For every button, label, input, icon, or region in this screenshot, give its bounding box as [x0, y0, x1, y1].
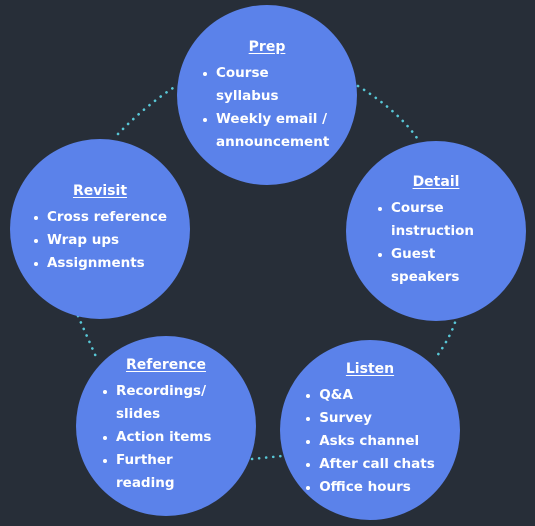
- node-detail: Detail Course instruction Guest speakers: [346, 141, 526, 321]
- node-list-detail: Course instruction Guest speakers: [377, 197, 495, 289]
- list-item: Survey: [305, 407, 435, 430]
- list-item: Cross reference: [33, 206, 167, 229]
- node-title-prep: Prep: [248, 38, 286, 55]
- list-item: Action items: [102, 426, 230, 449]
- node-reference: Reference Recordings/ slides Action item…: [76, 336, 256, 516]
- node-revisit: Revisit Cross reference Wrap ups Assignm…: [10, 139, 190, 319]
- connector-revisit-prep: [116, 84, 178, 136]
- list-item: Course instruction: [377, 197, 495, 243]
- list-item: Course syllabus: [202, 62, 332, 108]
- connector-detail-listen: [435, 314, 459, 358]
- list-item: Asks channel: [305, 430, 435, 453]
- node-list-reference: Recordings/ slides Action items Further …: [102, 380, 230, 495]
- node-title-detail: Detail: [412, 173, 460, 190]
- list-item: Further reading: [102, 449, 230, 495]
- node-listen: Listen Q&A Survey Asks channel After cal…: [280, 340, 460, 520]
- connector-prep-detail: [356, 84, 421, 143]
- list-item: Recordings/ slides: [102, 380, 230, 426]
- node-title-revisit: Revisit: [72, 183, 128, 199]
- node-title-listen: Listen: [345, 361, 395, 377]
- list-item: After call chats: [305, 453, 435, 476]
- connector-listen-reference: [250, 454, 284, 461]
- list-item: Weekly email / announcement: [202, 108, 332, 154]
- node-list-prep: Course syllabus Weekly email / announcem…: [202, 62, 332, 154]
- node-prep: Prep Course syllabus Weekly email / anno…: [177, 5, 357, 185]
- connector-reference-revisit: [76, 314, 99, 361]
- list-item: Q&A: [305, 384, 435, 407]
- list-item: Guest speakers: [377, 243, 495, 289]
- node-list-listen: Q&A Survey Asks channel After call chats…: [305, 384, 435, 499]
- list-item: Assignments: [33, 252, 167, 275]
- node-title-reference: Reference: [125, 357, 207, 373]
- list-item: Office hours: [305, 476, 435, 499]
- node-list-revisit: Cross reference Wrap ups Assignments: [33, 206, 167, 275]
- list-item: Wrap ups: [33, 229, 167, 252]
